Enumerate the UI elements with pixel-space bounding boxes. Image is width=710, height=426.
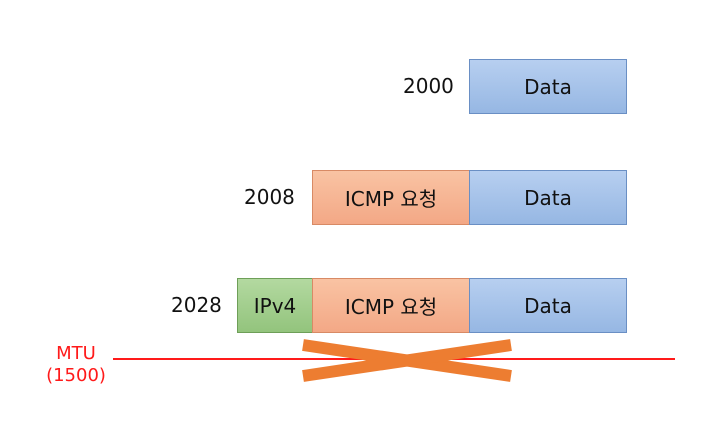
mtu-title: MTU — [56, 343, 96, 364]
icmp-request-segment: ICMP 요청 — [312, 170, 470, 225]
packet-size-label-2028: 2028 — [171, 293, 222, 317]
data-segment: Data — [469, 59, 627, 114]
mtu-label: MTU (1500) — [40, 343, 112, 386]
mtu-value: (1500) — [46, 364, 106, 386]
data-segment: Data — [469, 170, 627, 225]
data-segment: Data — [469, 278, 627, 333]
packet-size-label-2000: 2000 — [403, 74, 454, 98]
cross-stroke-2 — [302, 339, 512, 382]
packet-size-label-2008: 2008 — [244, 185, 295, 209]
